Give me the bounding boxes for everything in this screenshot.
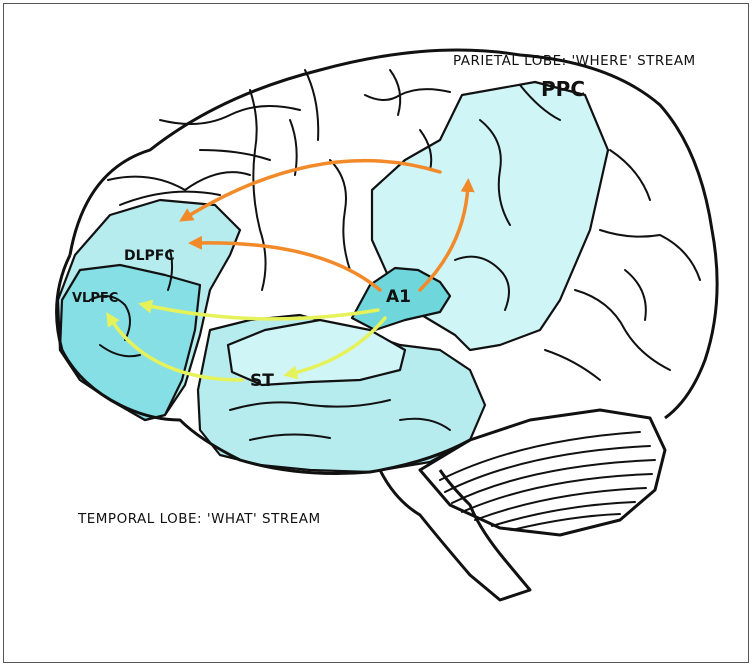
dlpfc-label: DLPFC: [124, 248, 175, 264]
a1-label: A1: [386, 287, 411, 307]
brainstem: [380, 470, 530, 600]
ppc-label: PPC: [541, 77, 585, 101]
st-label: ST: [250, 371, 274, 391]
temporal-caption: TEMPORAL LOBE: 'WHAT' STREAM: [77, 511, 321, 527]
parietal-caption: PARIETAL LOBE: 'WHERE' STREAM: [453, 53, 696, 69]
vlpfc-label: VLPFC: [72, 291, 118, 306]
